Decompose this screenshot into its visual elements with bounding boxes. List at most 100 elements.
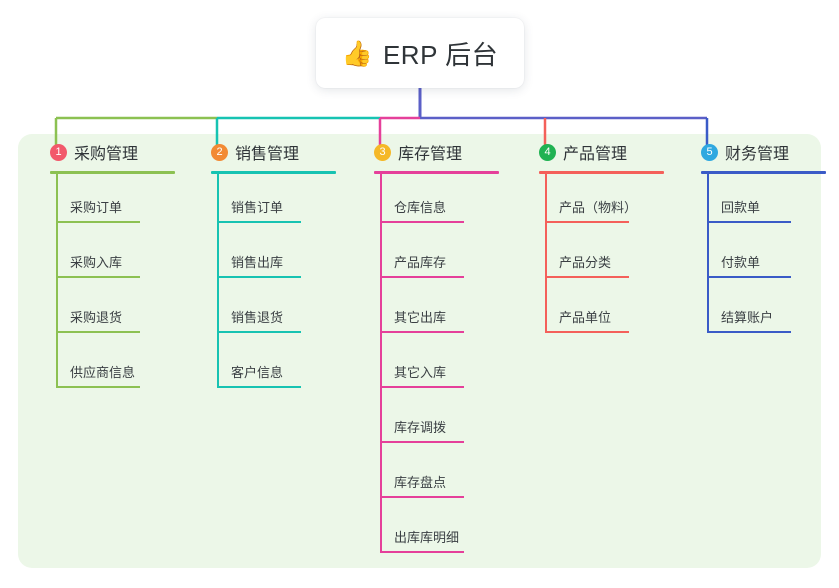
leaf-label: 销售出库 (231, 255, 284, 270)
leaf-underline (217, 276, 301, 278)
leaf-label: 结算账户 (721, 310, 774, 325)
leaf-label: 付款单 (721, 255, 761, 270)
branch-title: 采购管理 (74, 146, 139, 163)
leaf-label: 仓库信息 (394, 200, 447, 215)
leaf-item[interactable]: 付款单 (683, 228, 839, 283)
leaf-item[interactable]: 回款单 (683, 173, 839, 228)
leaf-underline (545, 276, 629, 278)
leaf-item[interactable]: 销售退货 (193, 283, 353, 338)
leaf-item[interactable]: 库存调拨 (356, 393, 516, 448)
branch-underline (211, 171, 336, 174)
branch-underline (50, 171, 175, 174)
leaf-item[interactable]: 产品分类 (521, 228, 681, 283)
root-node[interactable]: 👍 ERP 后台 (316, 18, 524, 88)
branch-title: 产品管理 (563, 146, 628, 163)
leaf-label: 采购退货 (70, 310, 123, 325)
leaf-item[interactable]: 客户信息 (193, 338, 353, 393)
leaf-underline (707, 276, 791, 278)
leaf-label: 库存盘点 (394, 475, 447, 490)
leaf-item[interactable]: 其它入库 (356, 338, 516, 393)
leaf-item[interactable]: 采购订单 (32, 173, 192, 228)
leaf-label: 产品分类 (559, 255, 612, 270)
branch-column-3: 3 库存管理仓库信息产品库存其它出库其它入库库存调拨库存盘点出库库明细 (356, 134, 516, 558)
leaf-underline (380, 551, 464, 553)
leaf-label: 出库库明细 (394, 530, 460, 545)
leaf-item[interactable]: 销售出库 (193, 228, 353, 283)
branch-number-badge: 2 (211, 143, 228, 161)
leaf-item[interactable]: 结算账户 (683, 283, 839, 338)
branch-number-badge: 5 (701, 143, 718, 161)
branch-leaf-list: 回款单付款单结算账户 (683, 173, 839, 338)
leaf-underline (217, 331, 301, 333)
leaf-underline (380, 221, 464, 223)
branch-leaf-list: 仓库信息产品库存其它出库其它入库库存调拨库存盘点出库库明细 (356, 173, 516, 558)
branch-header-2[interactable]: 2 销售管理 (193, 134, 353, 170)
branch-header-4[interactable]: 4 产品管理 (521, 134, 681, 170)
branch-header-1[interactable]: 1 采购管理 (32, 134, 192, 170)
thumbs-up-emoji: 👍 (341, 38, 373, 68)
branch-title: 库存管理 (398, 146, 463, 163)
leaf-label: 采购入库 (70, 255, 123, 270)
branch-stem (217, 173, 219, 388)
leaf-item[interactable]: 产品单位 (521, 283, 681, 338)
leaf-underline (380, 441, 464, 443)
branch-number-badge: 3 (374, 143, 391, 161)
branch-underline (374, 171, 499, 174)
root-title: ERP 后台 (382, 39, 499, 70)
leaf-item[interactable]: 产品库存 (356, 228, 516, 283)
leaf-item[interactable]: 产品（物料） (521, 173, 681, 228)
branch-underline (701, 171, 826, 174)
branches-panel (18, 134, 821, 568)
leaf-label: 其它出库 (394, 310, 447, 325)
leaf-item[interactable]: 采购退货 (32, 283, 192, 338)
leaf-underline (380, 331, 464, 333)
leaf-item[interactable]: 出库库明细 (356, 503, 516, 558)
branch-number-badge: 1 (50, 143, 67, 161)
leaf-label: 销售退货 (231, 310, 284, 325)
branch-columns: 1 采购管理采购订单采购入库采购退货供应商信息 2 销售管理销售订单销售出库销售退货客… (18, 134, 826, 568)
leaf-label: 客户信息 (231, 365, 284, 380)
leaf-item[interactable]: 其它出库 (356, 283, 516, 338)
leaf-underline (217, 221, 301, 223)
branch-column-1: 1 采购管理采购订单采购入库采购退货供应商信息 (32, 134, 192, 393)
leaf-item[interactable]: 销售订单 (193, 173, 353, 228)
leaf-underline (56, 276, 140, 278)
branch-leaf-list: 销售订单销售出库销售退货客户信息 (193, 173, 353, 393)
leaf-underline (380, 496, 464, 498)
branch-title: 财务管理 (725, 146, 790, 163)
leaf-underline (380, 276, 464, 278)
branch-column-2: 2 销售管理销售订单销售出库销售退货客户信息 (193, 134, 353, 393)
branch-leaf-list: 产品（物料） 产品分类产品单位 (521, 173, 681, 338)
leaf-label: 产品库存 (394, 255, 447, 270)
branch-stem (707, 173, 709, 333)
leaf-item[interactable]: 仓库信息 (356, 173, 516, 228)
branch-number-badge: 4 (539, 143, 556, 161)
branch-header-3[interactable]: 3 库存管理 (356, 134, 516, 170)
branch-column-5: 5 财务管理回款单付款单结算账户 (683, 134, 839, 338)
leaf-item[interactable]: 库存盘点 (356, 448, 516, 503)
leaf-underline (217, 386, 301, 388)
leaf-item[interactable]: 采购入库 (32, 228, 192, 283)
leaf-underline (707, 331, 791, 333)
leaf-underline (380, 386, 464, 388)
leaf-label: 库存调拨 (394, 420, 447, 435)
branch-leaf-list: 采购订单采购入库采购退货供应商信息 (32, 173, 192, 393)
leaf-underline (56, 221, 140, 223)
leaf-underline (545, 331, 629, 333)
branch-title: 销售管理 (235, 146, 300, 163)
leaf-label: 产品（物料） (559, 200, 638, 215)
branch-underline (539, 171, 664, 174)
branch-header-5[interactable]: 5 财务管理 (683, 134, 839, 170)
leaf-underline (545, 221, 629, 223)
leaf-label: 供应商信息 (70, 365, 136, 380)
leaf-label: 其它入库 (394, 365, 447, 380)
branch-stem (380, 173, 382, 553)
leaf-item[interactable]: 供应商信息 (32, 338, 192, 393)
leaf-underline (707, 221, 791, 223)
branch-stem (56, 173, 58, 388)
leaf-underline (56, 331, 140, 333)
branch-column-4: 4 产品管理产品（物料） 产品分类产品单位 (521, 134, 681, 338)
leaf-label: 回款单 (721, 200, 761, 215)
leaf-label: 采购订单 (70, 200, 123, 215)
